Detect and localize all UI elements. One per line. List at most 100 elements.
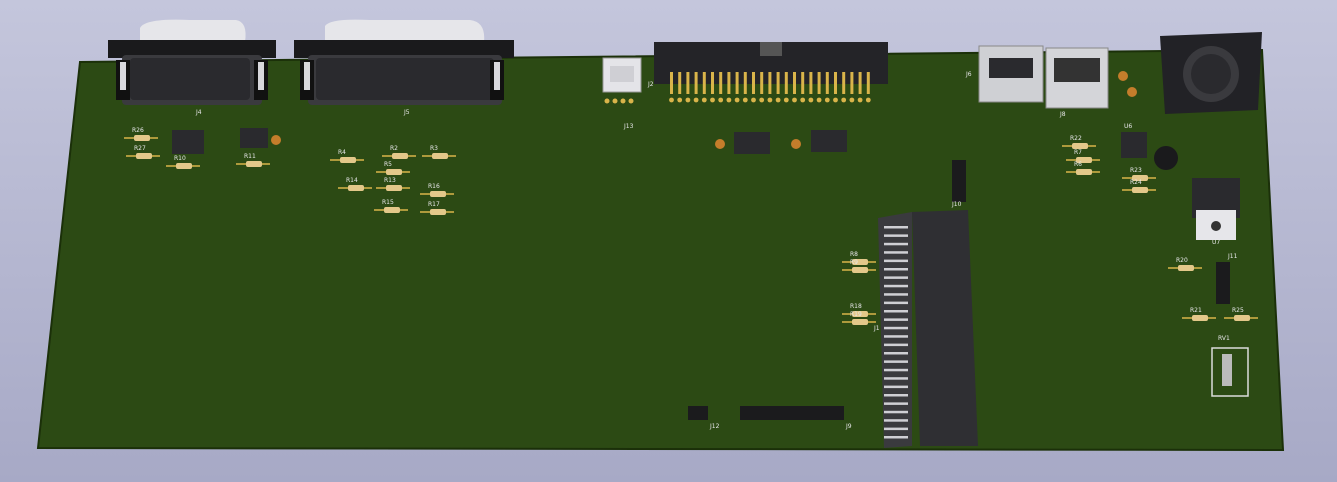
j2-pad xyxy=(808,97,814,103)
resistor-body xyxy=(392,153,408,159)
capacitor-c9 xyxy=(791,139,801,149)
resistor-label: R25 xyxy=(1232,307,1244,314)
j1-pin xyxy=(884,385,908,389)
j2-pad xyxy=(800,97,806,103)
resistor-body xyxy=(1072,143,1088,149)
j9-pin-header xyxy=(740,406,844,420)
ic-u2 xyxy=(811,130,847,152)
resistor-body xyxy=(1076,157,1092,163)
resistor-body xyxy=(176,163,192,169)
resistor-label: R18 xyxy=(850,303,862,310)
j2-pad xyxy=(734,97,740,103)
j1-pin xyxy=(884,251,908,254)
j2-pin xyxy=(702,72,706,94)
resistor-label: R26 xyxy=(132,127,144,134)
resistor-label: R17 xyxy=(428,201,440,208)
resistor-body xyxy=(136,153,152,159)
j2-pin xyxy=(686,72,690,94)
resistor-body xyxy=(852,319,868,325)
label-j5: J5 xyxy=(403,109,410,116)
j1-pin xyxy=(884,326,908,330)
label-u6: U6 xyxy=(1124,123,1132,130)
j2-pad xyxy=(701,97,707,103)
j2-pad xyxy=(742,97,748,103)
j2-pad xyxy=(857,97,863,103)
resistor-label: R9 xyxy=(850,259,858,266)
j1-pin xyxy=(884,352,908,355)
label-j8: J8 xyxy=(1059,111,1066,118)
j2-pin xyxy=(711,72,714,94)
j1-pin xyxy=(884,360,908,363)
j2-pin xyxy=(834,72,837,94)
j1-pin xyxy=(884,427,908,431)
resistor-label: R21 xyxy=(1190,307,1202,314)
resistor-body xyxy=(246,161,262,167)
j2-pin xyxy=(866,72,870,94)
j2-pad xyxy=(816,97,822,103)
label-j12: J12 xyxy=(709,423,720,430)
j2-pin-row xyxy=(669,72,871,103)
j2-pad xyxy=(693,97,699,103)
j2-pad xyxy=(841,97,847,103)
j2-pad xyxy=(759,97,765,103)
resistor-body xyxy=(384,207,400,213)
j2-pad xyxy=(718,97,724,103)
j2-pin xyxy=(760,72,764,94)
j1-pin xyxy=(884,402,908,405)
j1-pin xyxy=(884,343,908,347)
resistor-body xyxy=(340,157,356,163)
resistor-body xyxy=(1132,175,1148,181)
resistor-body xyxy=(1132,187,1148,193)
trimmer-rv1 xyxy=(1211,347,1249,397)
resistor-label: R22 xyxy=(1070,135,1082,142)
usb-port-j8 xyxy=(1045,47,1109,109)
resistor-body xyxy=(1234,315,1250,321)
electrolytic-capacitor xyxy=(1154,146,1178,170)
j1-pin xyxy=(884,226,908,229)
j2-pad xyxy=(767,97,773,103)
j12-pin-header xyxy=(688,406,708,420)
hdmi-port-j6 xyxy=(978,45,1044,103)
j1-pin xyxy=(884,234,908,237)
j1-pin xyxy=(884,368,908,372)
j11-pin-header xyxy=(1216,262,1230,304)
label-u7: U7 xyxy=(1212,239,1220,246)
j2-pad xyxy=(783,97,789,103)
j2-pad xyxy=(775,97,781,103)
label-j1: J1 xyxy=(873,325,880,332)
j2-pad xyxy=(710,97,715,103)
pcb-board xyxy=(36,48,1285,452)
ic-u6 xyxy=(1121,132,1147,158)
j1-pin xyxy=(884,293,908,296)
db9-connector-icon xyxy=(108,19,276,105)
j1-pin xyxy=(884,310,908,313)
ic-u5 xyxy=(172,130,204,154)
j2-pin xyxy=(817,72,821,94)
resistor-body xyxy=(852,267,868,273)
j1-pin xyxy=(884,242,908,246)
label-j13: J13 xyxy=(623,123,634,130)
label-j9: J9 xyxy=(845,423,852,430)
j1-pin-column xyxy=(884,226,908,439)
j2-pin xyxy=(776,72,780,94)
resistor-label: R24 xyxy=(1130,179,1142,186)
label-j10: J10 xyxy=(951,201,962,208)
j2-pin xyxy=(678,72,682,94)
j2-pin xyxy=(809,72,813,94)
resistor-label: R2 xyxy=(390,145,398,152)
j2-pin xyxy=(694,72,698,94)
j1-edge-connector xyxy=(878,210,978,448)
j2-box-header xyxy=(654,42,888,103)
j2-pad xyxy=(677,97,683,103)
j1-pin xyxy=(884,410,908,414)
j2-pin xyxy=(842,72,846,94)
j1-pin xyxy=(884,268,908,271)
j1-pin xyxy=(884,259,908,263)
resistor-label: R20 xyxy=(1176,257,1188,264)
j1-pin xyxy=(884,394,908,397)
resistor-label: R19 xyxy=(850,311,862,318)
j2-pin xyxy=(768,72,772,94)
resistor-label: R27 xyxy=(134,145,146,152)
